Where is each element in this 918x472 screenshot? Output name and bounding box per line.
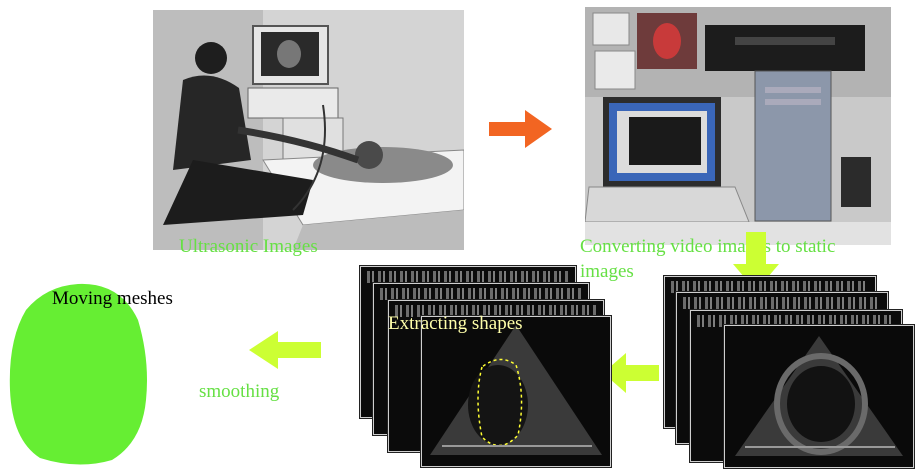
ultrasound-exam-photo <box>153 10 464 250</box>
ultrasonic-images-label: Ultrasonic Images <box>179 236 318 258</box>
lime-arrow-left-icon <box>248 330 322 370</box>
workstation-photo <box>585 7 891 245</box>
echocardiogram-image <box>725 326 913 467</box>
smoothing-label: smoothing <box>199 381 279 403</box>
workstation-illustration <box>585 7 891 245</box>
orange-arrow-right-icon <box>489 109 553 149</box>
echocardiogram-contour-image <box>422 317 610 466</box>
moving-meshes-label: Moving meshes <box>52 288 173 310</box>
extracting-shapes-label: Extracting shapes <box>388 313 523 335</box>
converting-label-line1: Converting video images to static <box>580 236 835 258</box>
ultrasound-frame-front <box>421 316 611 467</box>
ultrasound-exam-illustration <box>153 10 464 250</box>
converting-label-line2: images <box>580 261 634 283</box>
ultrasound-frame-front <box>724 325 914 468</box>
